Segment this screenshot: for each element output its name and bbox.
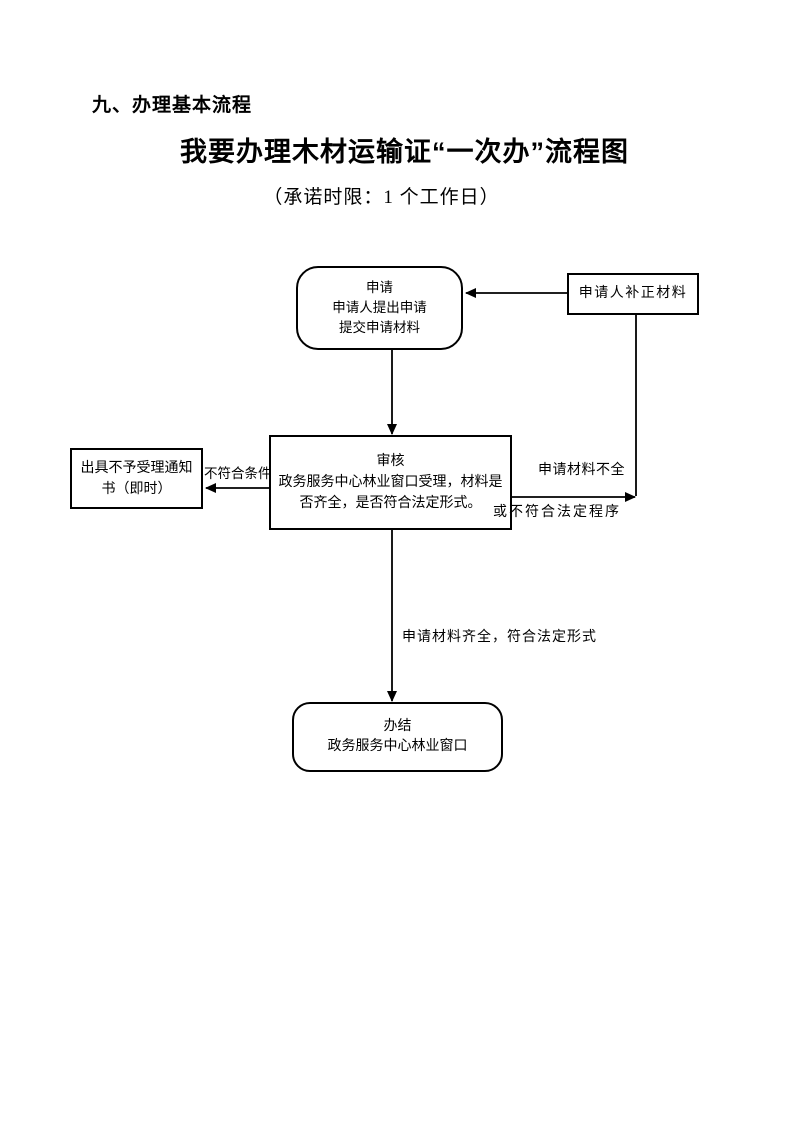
node-complete-title: 办结	[383, 719, 412, 734]
edge-label-or-not-legal: 或不符合法定程序	[493, 505, 621, 520]
node-review-title: 审核	[376, 454, 405, 469]
section-heading: 九、办理基本流程	[92, 95, 253, 116]
edge-label-materials-incomplete: 申请材料不全	[538, 463, 625, 478]
page-subtitle: （承诺时限：1 个工作日）	[263, 187, 500, 208]
node-complete: 办结 政务服务中心林业窗口	[292, 702, 503, 772]
node-review: 审核 政务服务中心林业窗口受理，材料是 否齐全，是否符合法定形式。	[269, 435, 512, 530]
node-review-line2: 政务服务中心林业窗口受理，材料是	[278, 475, 503, 490]
page-title: 我要办理木材运输证“一次办”流程图	[180, 137, 629, 167]
node-apply: 申请 申请人提出申请 提交申请材料	[296, 266, 463, 350]
node-review-line3: 否齐全，是否符合法定形式。	[299, 496, 482, 511]
node-reject-line2: 书（即时）	[101, 481, 172, 497]
node-supplement-materials: 申请人补正材料	[567, 273, 699, 315]
node-supplement-label: 申请人补正材料	[578, 286, 688, 301]
node-reject-line1: 出具不予受理通知	[80, 460, 193, 476]
node-complete-line2: 政务服务中心林业窗口	[327, 739, 468, 754]
edge-label-not-qualified: 不符合条件	[204, 466, 272, 481]
node-apply-line3: 提交申请材料	[339, 320, 420, 335]
node-apply-line2: 申请人提出申请	[332, 300, 427, 315]
node-reject-notice: 出具不予受理通知 书（即时）	[70, 448, 203, 509]
edge-label-materials-complete: 申请材料齐全，符合法定形式	[402, 630, 597, 645]
node-apply-title: 申请	[366, 280, 393, 295]
